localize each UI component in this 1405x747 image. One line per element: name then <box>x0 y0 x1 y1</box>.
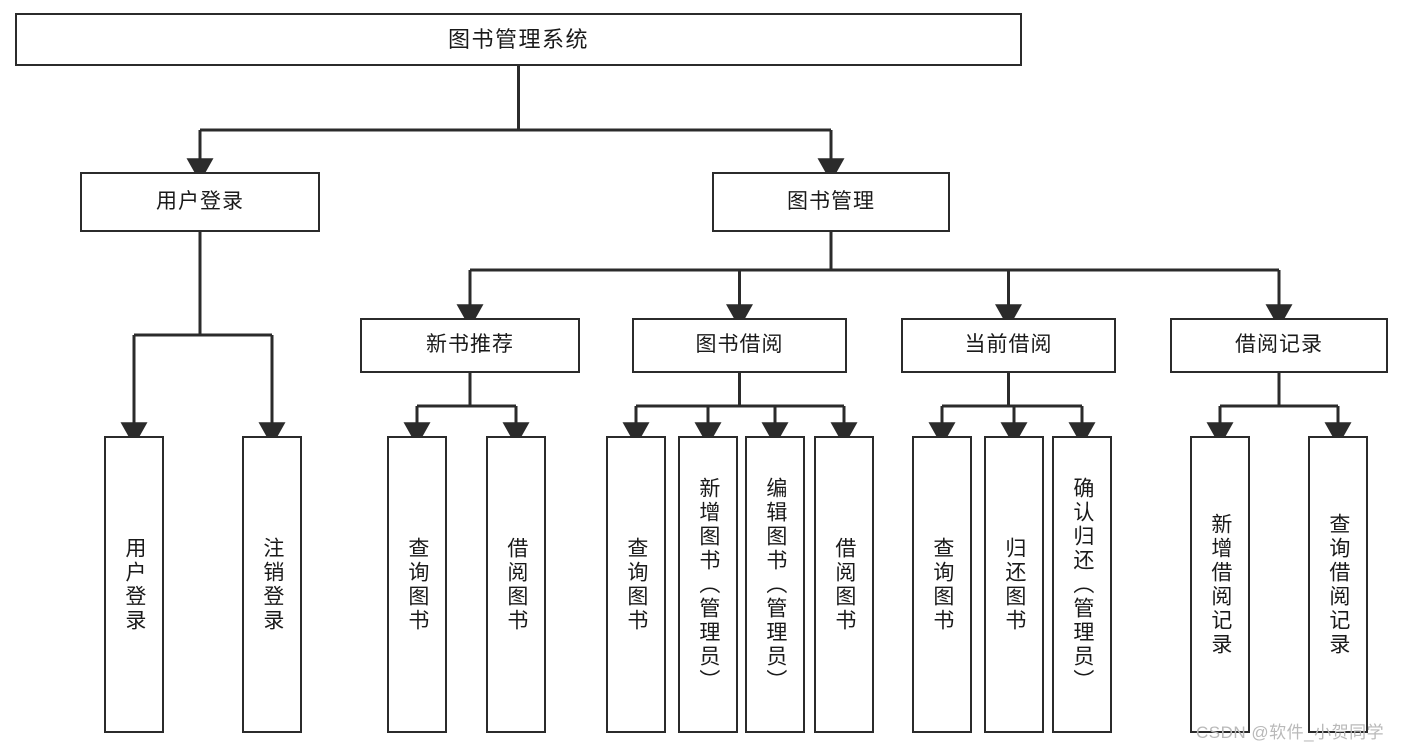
node-label-add-borrow-record: 新增借阅记录 <box>1208 512 1232 657</box>
csdn-watermark: CSDN @软件_小贺同学 <box>1196 723 1385 742</box>
node-label-login: 用户登录 <box>122 536 146 633</box>
node-query-book-2[interactable]: 查询图书 <box>606 436 666 733</box>
node-return-book[interactable]: 归还图书 <box>984 436 1044 733</box>
node-edit-book[interactable]: 编辑图书（管理员） <box>745 436 805 733</box>
node-label-logout: 注销登录 <box>260 536 284 633</box>
node-label-user-login: 用户登录 <box>156 189 244 213</box>
node-user-login[interactable]: 用户登录 <box>80 172 320 232</box>
node-borrow-record[interactable]: 借阅记录 <box>1170 318 1388 373</box>
node-confirm-return[interactable]: 确认归还（管理员） <box>1052 436 1112 733</box>
node-label-query-book-1: 查询图书 <box>405 536 429 633</box>
node-label-borrow-book-1: 借阅图书 <box>504 536 528 633</box>
node-label-edit-book: 编辑图书（管理员） <box>763 476 787 693</box>
node-borrow-book-2[interactable]: 借阅图书 <box>814 436 874 733</box>
node-label-book-manage: 图书管理 <box>787 189 875 213</box>
node-query-book-1[interactable]: 查询图书 <box>387 436 447 733</box>
node-book-borrow[interactable]: 图书借阅 <box>632 318 847 373</box>
node-book-manage[interactable]: 图书管理 <box>712 172 950 232</box>
node-login[interactable]: 用户登录 <box>104 436 164 733</box>
node-label-new-book-recommend: 新书推荐 <box>426 333 514 357</box>
node-label-root: 图书管理系统 <box>447 26 589 52</box>
node-label-confirm-return: 确认归还（管理员） <box>1070 476 1094 693</box>
node-label-current-borrow: 当前借阅 <box>964 333 1053 357</box>
node-add-borrow-record[interactable]: 新增借阅记录 <box>1190 436 1250 733</box>
node-logout[interactable]: 注销登录 <box>242 436 302 733</box>
node-label-borrow-record: 借阅记录 <box>1235 333 1323 357</box>
node-borrow-book-1[interactable]: 借阅图书 <box>486 436 546 733</box>
node-query-book-3[interactable]: 查询图书 <box>912 436 972 733</box>
node-current-borrow[interactable]: 当前借阅 <box>901 318 1116 373</box>
node-label-query-borrow-record: 查询借阅记录 <box>1326 512 1350 657</box>
node-query-borrow-record[interactable]: 查询借阅记录 <box>1308 436 1368 733</box>
node-label-return-book: 归还图书 <box>1002 536 1026 633</box>
node-add-book[interactable]: 新增图书（管理员） <box>678 436 738 733</box>
node-new-book-recommend[interactable]: 新书推荐 <box>360 318 580 373</box>
node-root[interactable]: 图书管理系统 <box>15 13 1022 66</box>
node-label-borrow-book-2: 借阅图书 <box>832 536 856 633</box>
node-label-query-book-3: 查询图书 <box>930 536 954 633</box>
node-label-add-book: 新增图书（管理员） <box>696 476 720 693</box>
node-label-query-book-2: 查询图书 <box>624 536 648 633</box>
node-label-book-borrow: 图书借阅 <box>695 333 784 357</box>
